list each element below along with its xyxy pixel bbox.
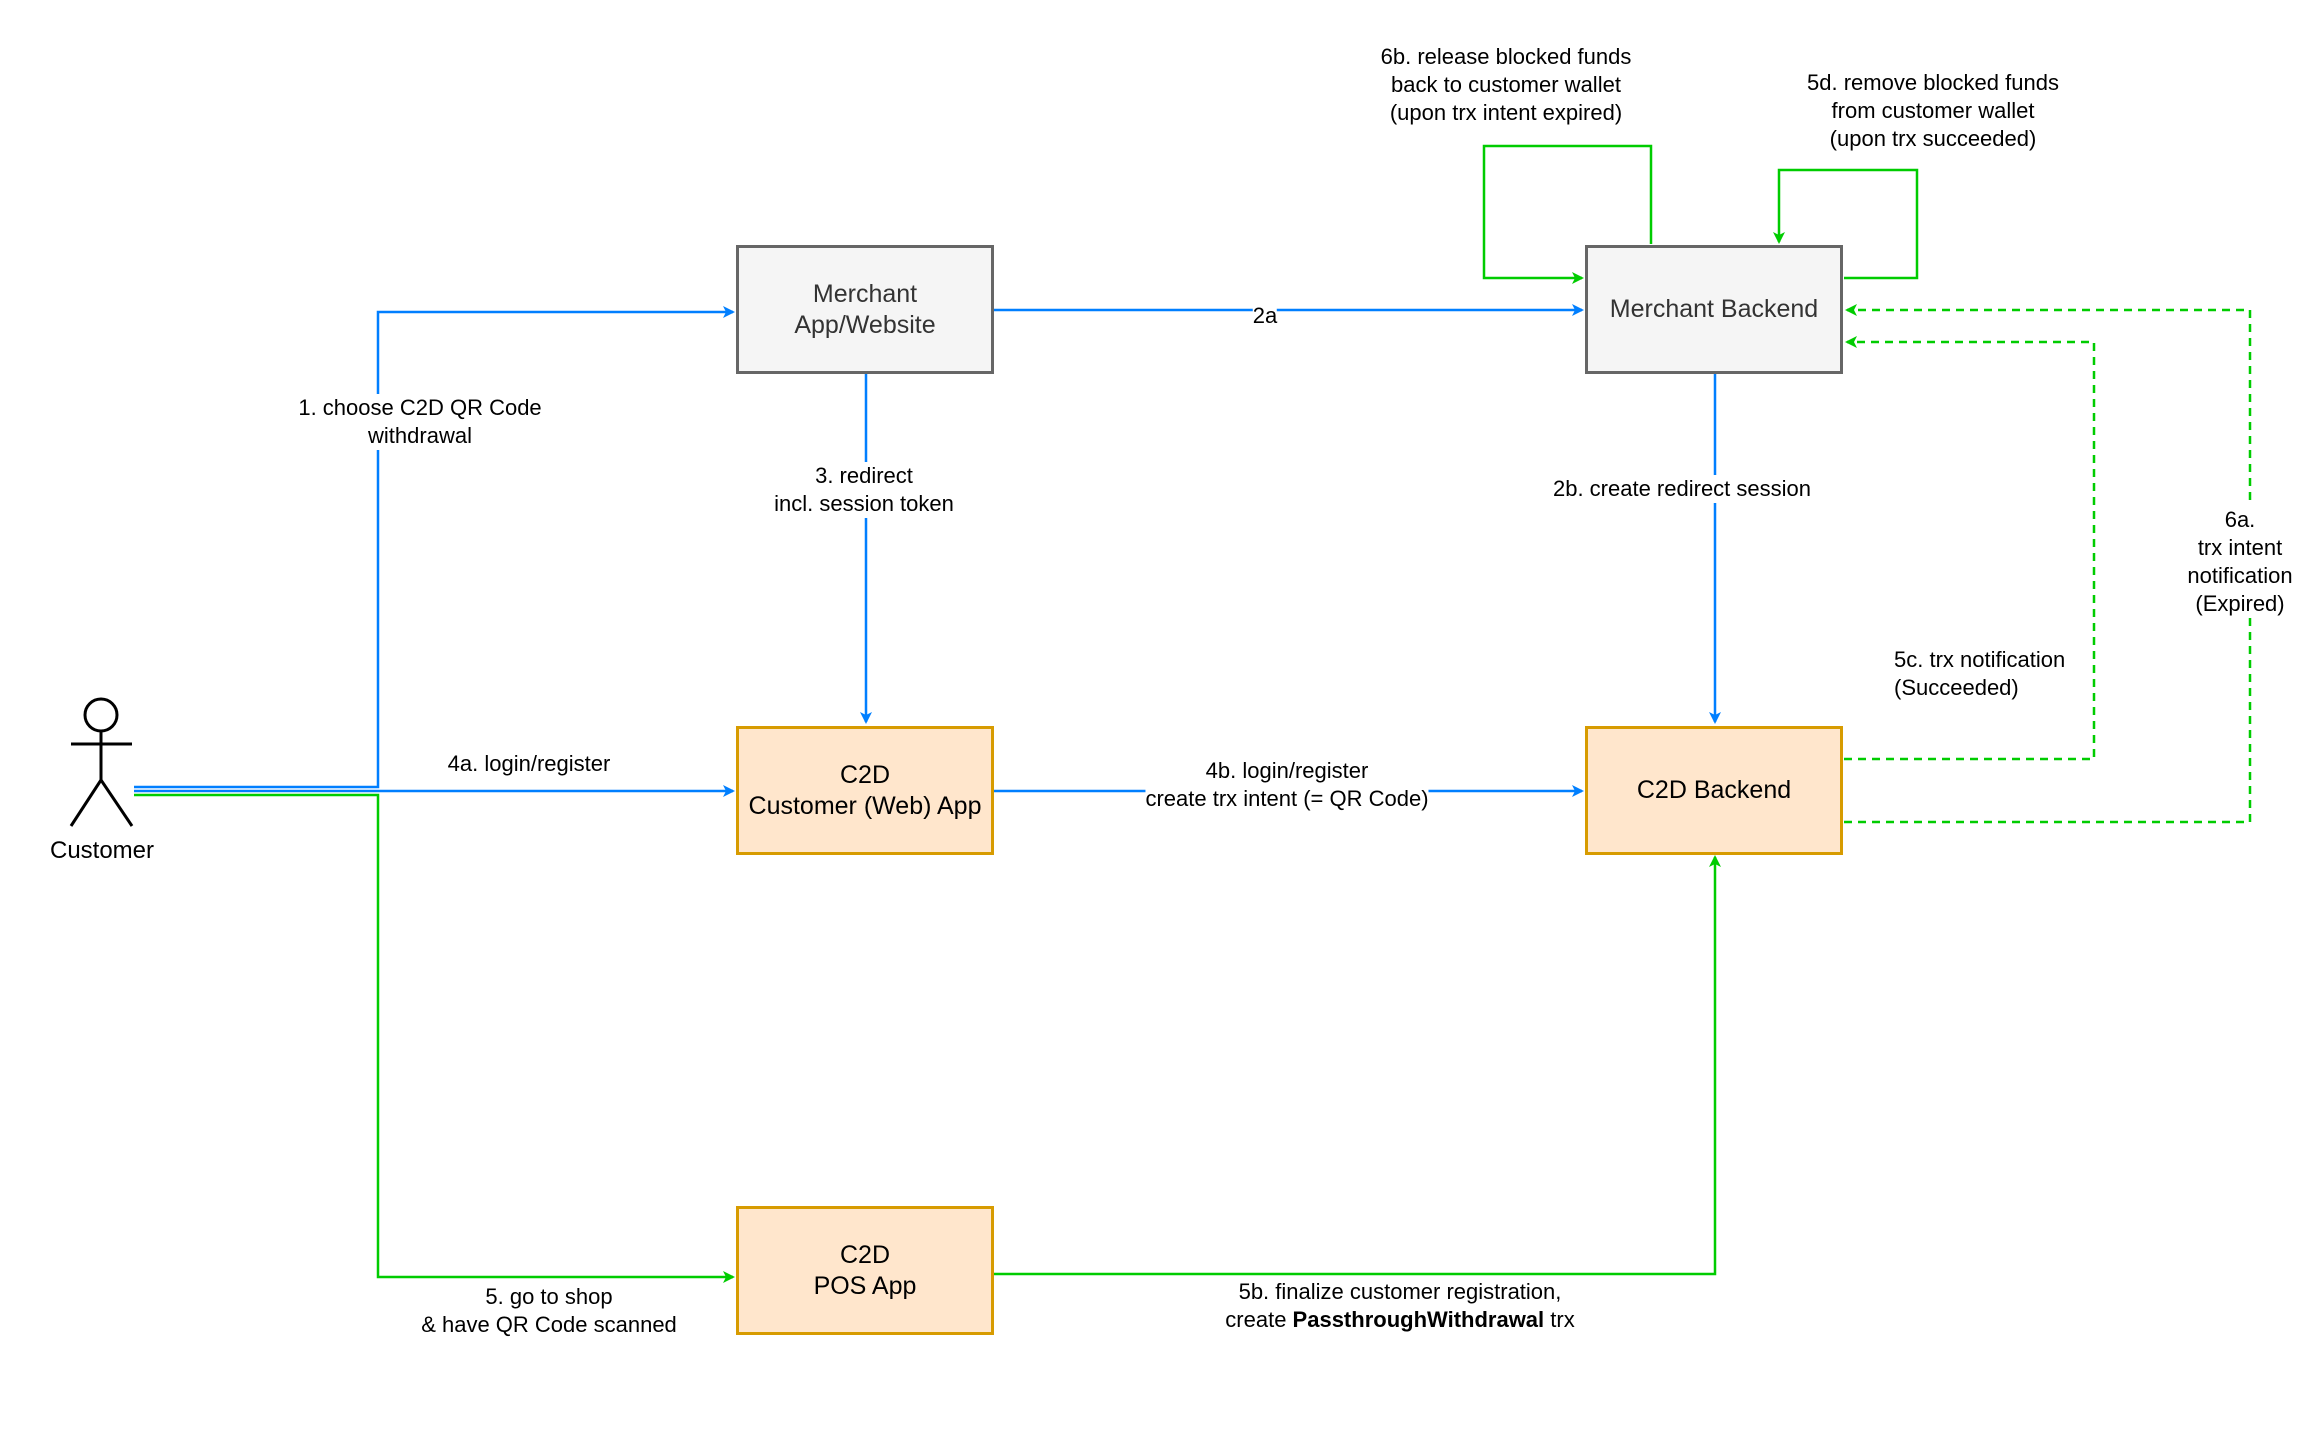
edge-4b-label: 4b. login/register create trx intent (= … — [1145, 757, 1429, 813]
node-label-line: Merchant — [812, 279, 918, 308]
edge-6b-line — [1482, 144, 1653, 284]
edge-5-label: 5. go to shop & have QR Code scanned — [421, 1284, 677, 1337]
edge-3-label: 3. redirect incl. session token — [774, 462, 954, 518]
c2d-backend-node: C2D Backend — [1585, 726, 1843, 855]
edge-5-line — [134, 793, 735, 1283]
edge-2b-label: 2b. create redirect session — [1552, 475, 1812, 503]
node-label-line: C2D — [839, 760, 890, 789]
customer-label: Customer — [49, 837, 155, 864]
edge-5b-label: 5b. finalize customer registration, crea… — [1225, 1279, 1575, 1332]
edge-6a-label: 6a. trx intent notification (Expired) — [2187, 506, 2293, 618]
customer-actor-icon — [69, 697, 134, 827]
node-label-line: Customer (Web) App — [748, 791, 982, 820]
edge-1-line — [134, 306, 735, 789]
c2d-customer-app-node: C2D Customer (Web) App — [736, 726, 994, 855]
node-label-line: Merchant Backend — [1609, 295, 1819, 323]
edge-5b-line — [993, 855, 1721, 1276]
edge-5c-line — [1844, 336, 2096, 761]
node-label-line: POS App — [813, 1271, 917, 1300]
merchant-backend-node: Merchant Backend — [1585, 245, 1843, 374]
edge-2a-label: 2a — [1252, 302, 1278, 330]
edge-5d-label: 5d. remove blocked funds from customer w… — [1807, 70, 2059, 151]
c2d-pos-app-node: C2D POS App — [736, 1206, 994, 1335]
node-label-line: App/Website — [794, 310, 936, 339]
edge-4a-label: 4a. login/register — [447, 750, 611, 778]
edge-5d-line — [1773, 168, 1919, 280]
edge-5c-label: 5c. trx notification (Succeeded) — [1894, 646, 2066, 702]
node-label-line: C2D Backend — [1636, 776, 1792, 804]
node-label-line: C2D — [839, 1240, 890, 1269]
merchant-app-node: Merchant App/Website — [736, 245, 994, 374]
edge-1-label: 1. choose C2D QR Code withdrawal — [298, 394, 542, 450]
edge-6b-label: 6b. release blocked funds back to custom… — [1380, 44, 1632, 125]
